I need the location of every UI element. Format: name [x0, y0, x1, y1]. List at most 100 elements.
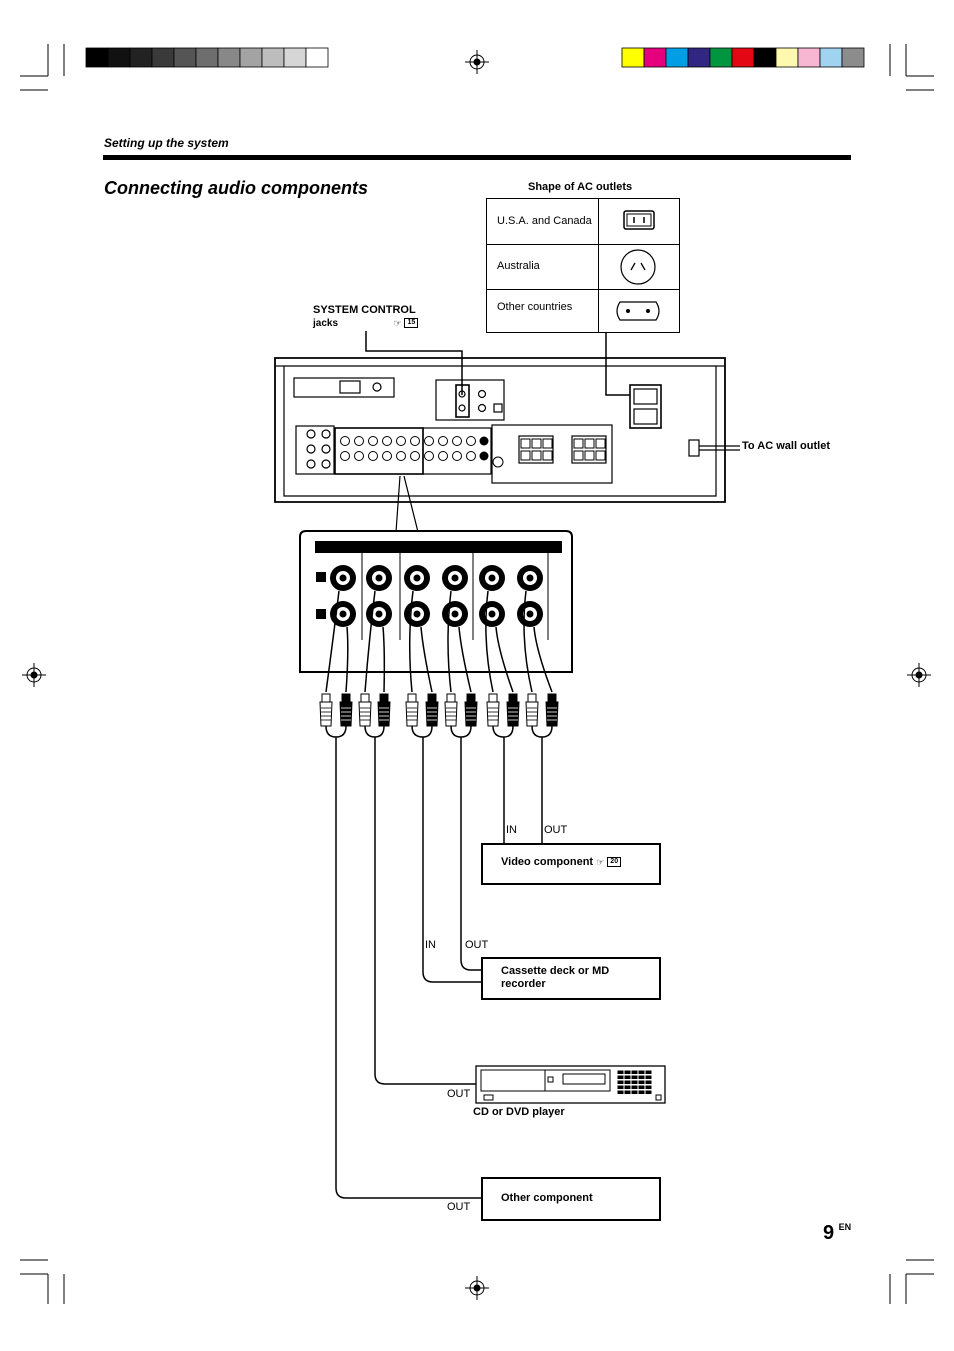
- color-bar: [621, 47, 865, 68]
- ac-row-other: Other countries: [497, 301, 573, 313]
- cable-loop: [450, 725, 472, 738]
- cd-button: [645, 1090, 652, 1094]
- speaker-terminal: [595, 450, 606, 461]
- outlet-australia-icon: [620, 249, 656, 285]
- cd-button: [631, 1080, 638, 1084]
- cd-button: [617, 1080, 624, 1084]
- cable: [408, 590, 414, 693]
- rca-jack-pin: [488, 610, 496, 618]
- cd-button: [631, 1075, 638, 1079]
- speaker-terminal: [520, 438, 531, 449]
- speaker-terminals: [520, 438, 606, 461]
- cd-button: [624, 1080, 631, 1084]
- speaker-terminal: [573, 438, 584, 449]
- speaker-terminal: [584, 450, 595, 461]
- rca-plug: [464, 693, 478, 727]
- page-number: 9 EN: [823, 1222, 852, 1244]
- rca-jack-pin: [526, 574, 534, 582]
- cassette-deck-label: Cassette deck or MD recorder: [501, 965, 610, 990]
- ac-wall-label: To AC wall outlet: [742, 440, 830, 452]
- rca-plug: [358, 693, 372, 727]
- rca-plug: [339, 693, 353, 727]
- cd-button: [624, 1090, 631, 1094]
- video-out-label: OUT: [544, 824, 568, 836]
- ac-row-australia: Australia: [497, 260, 540, 272]
- rca-plug: [545, 693, 559, 727]
- speaker-terminal: [584, 438, 595, 449]
- rca-jack: [438, 436, 448, 446]
- registration-mark-right: [907, 663, 931, 687]
- rca-jack-pin: [413, 610, 421, 618]
- cd-button: [617, 1075, 624, 1079]
- rca-jack: [479, 451, 489, 461]
- rca-jack: [382, 436, 392, 446]
- registration-mark-left: [22, 663, 46, 687]
- cd-button: [617, 1090, 624, 1094]
- rca-jack: [424, 451, 434, 461]
- rca-jack-pin: [451, 610, 459, 618]
- cable: [364, 590, 376, 693]
- cable-loop: [531, 725, 553, 738]
- cd-button: [638, 1080, 645, 1084]
- other-component-label: Other component: [501, 1192, 593, 1204]
- rca-jack-pin: [375, 610, 383, 618]
- rca-jack: [410, 451, 420, 461]
- cd-button: [645, 1085, 652, 1089]
- speaker-terminal: [595, 438, 606, 449]
- section-header: Setting up the system: [104, 136, 229, 150]
- cd-button: [617, 1085, 624, 1089]
- cable: [458, 626, 472, 693]
- jack-panel-enlarged: [299, 530, 573, 673]
- rca-plug: [425, 693, 439, 727]
- page-title: Connecting audio components: [104, 178, 368, 198]
- speaker-terminal: [573, 450, 584, 461]
- rca-plug: [444, 693, 458, 727]
- speaker-terminal: [542, 450, 553, 461]
- speaker-terminal: [520, 450, 531, 461]
- cd-button: [624, 1085, 631, 1089]
- gray-scale-bar: [85, 47, 329, 68]
- rca-jack-pin: [339, 574, 347, 582]
- other-component-box: Other component: [481, 1177, 661, 1221]
- rca-plug: [319, 693, 333, 727]
- ac-outlets-table: U.S.A. and Canada Australia Other countr…: [486, 198, 680, 333]
- video-component-box: Video component ☞ 20: [481, 843, 661, 885]
- rca-jack: [396, 436, 406, 446]
- cable-loop: [364, 725, 385, 738]
- rca-plug: [506, 693, 520, 727]
- rca-jack: [382, 451, 392, 461]
- cable-loop: [325, 725, 347, 738]
- cable-loop: [492, 725, 514, 738]
- cd-button: [638, 1090, 645, 1094]
- rca-plug: [377, 693, 391, 727]
- rca-plug: [486, 693, 500, 727]
- rca-jack-pin: [413, 574, 421, 582]
- speaker-terminal: [531, 438, 542, 449]
- cd-button: [624, 1075, 631, 1079]
- video-in-label: IN: [506, 824, 517, 836]
- routing-lines: [335, 737, 543, 1199]
- rca-jack: [452, 436, 462, 446]
- cd-button: [631, 1070, 638, 1074]
- cd-button: [624, 1070, 631, 1074]
- cd-button: [638, 1075, 645, 1079]
- rca-jack: [410, 436, 420, 446]
- cd-out-label: OUT: [447, 1088, 471, 1100]
- cd-button: [645, 1070, 652, 1074]
- cable-loop: [411, 725, 433, 738]
- cable: [382, 626, 386, 693]
- rca-jack-pin: [526, 610, 534, 618]
- other-out-label: OUT: [447, 1201, 471, 1213]
- cd-button: [631, 1085, 638, 1089]
- rca-plugs: [319, 693, 559, 727]
- cable: [447, 590, 452, 693]
- ac-outlets-heading: Shape of AC outlets: [528, 181, 633, 193]
- header-rule: [103, 155, 851, 160]
- page-ref-video: 20: [607, 857, 622, 868]
- cable: [533, 626, 553, 693]
- rca-jack: [340, 451, 350, 461]
- rca-jack: [354, 451, 364, 461]
- cd-button: [631, 1090, 638, 1094]
- rca-jack: [340, 436, 350, 446]
